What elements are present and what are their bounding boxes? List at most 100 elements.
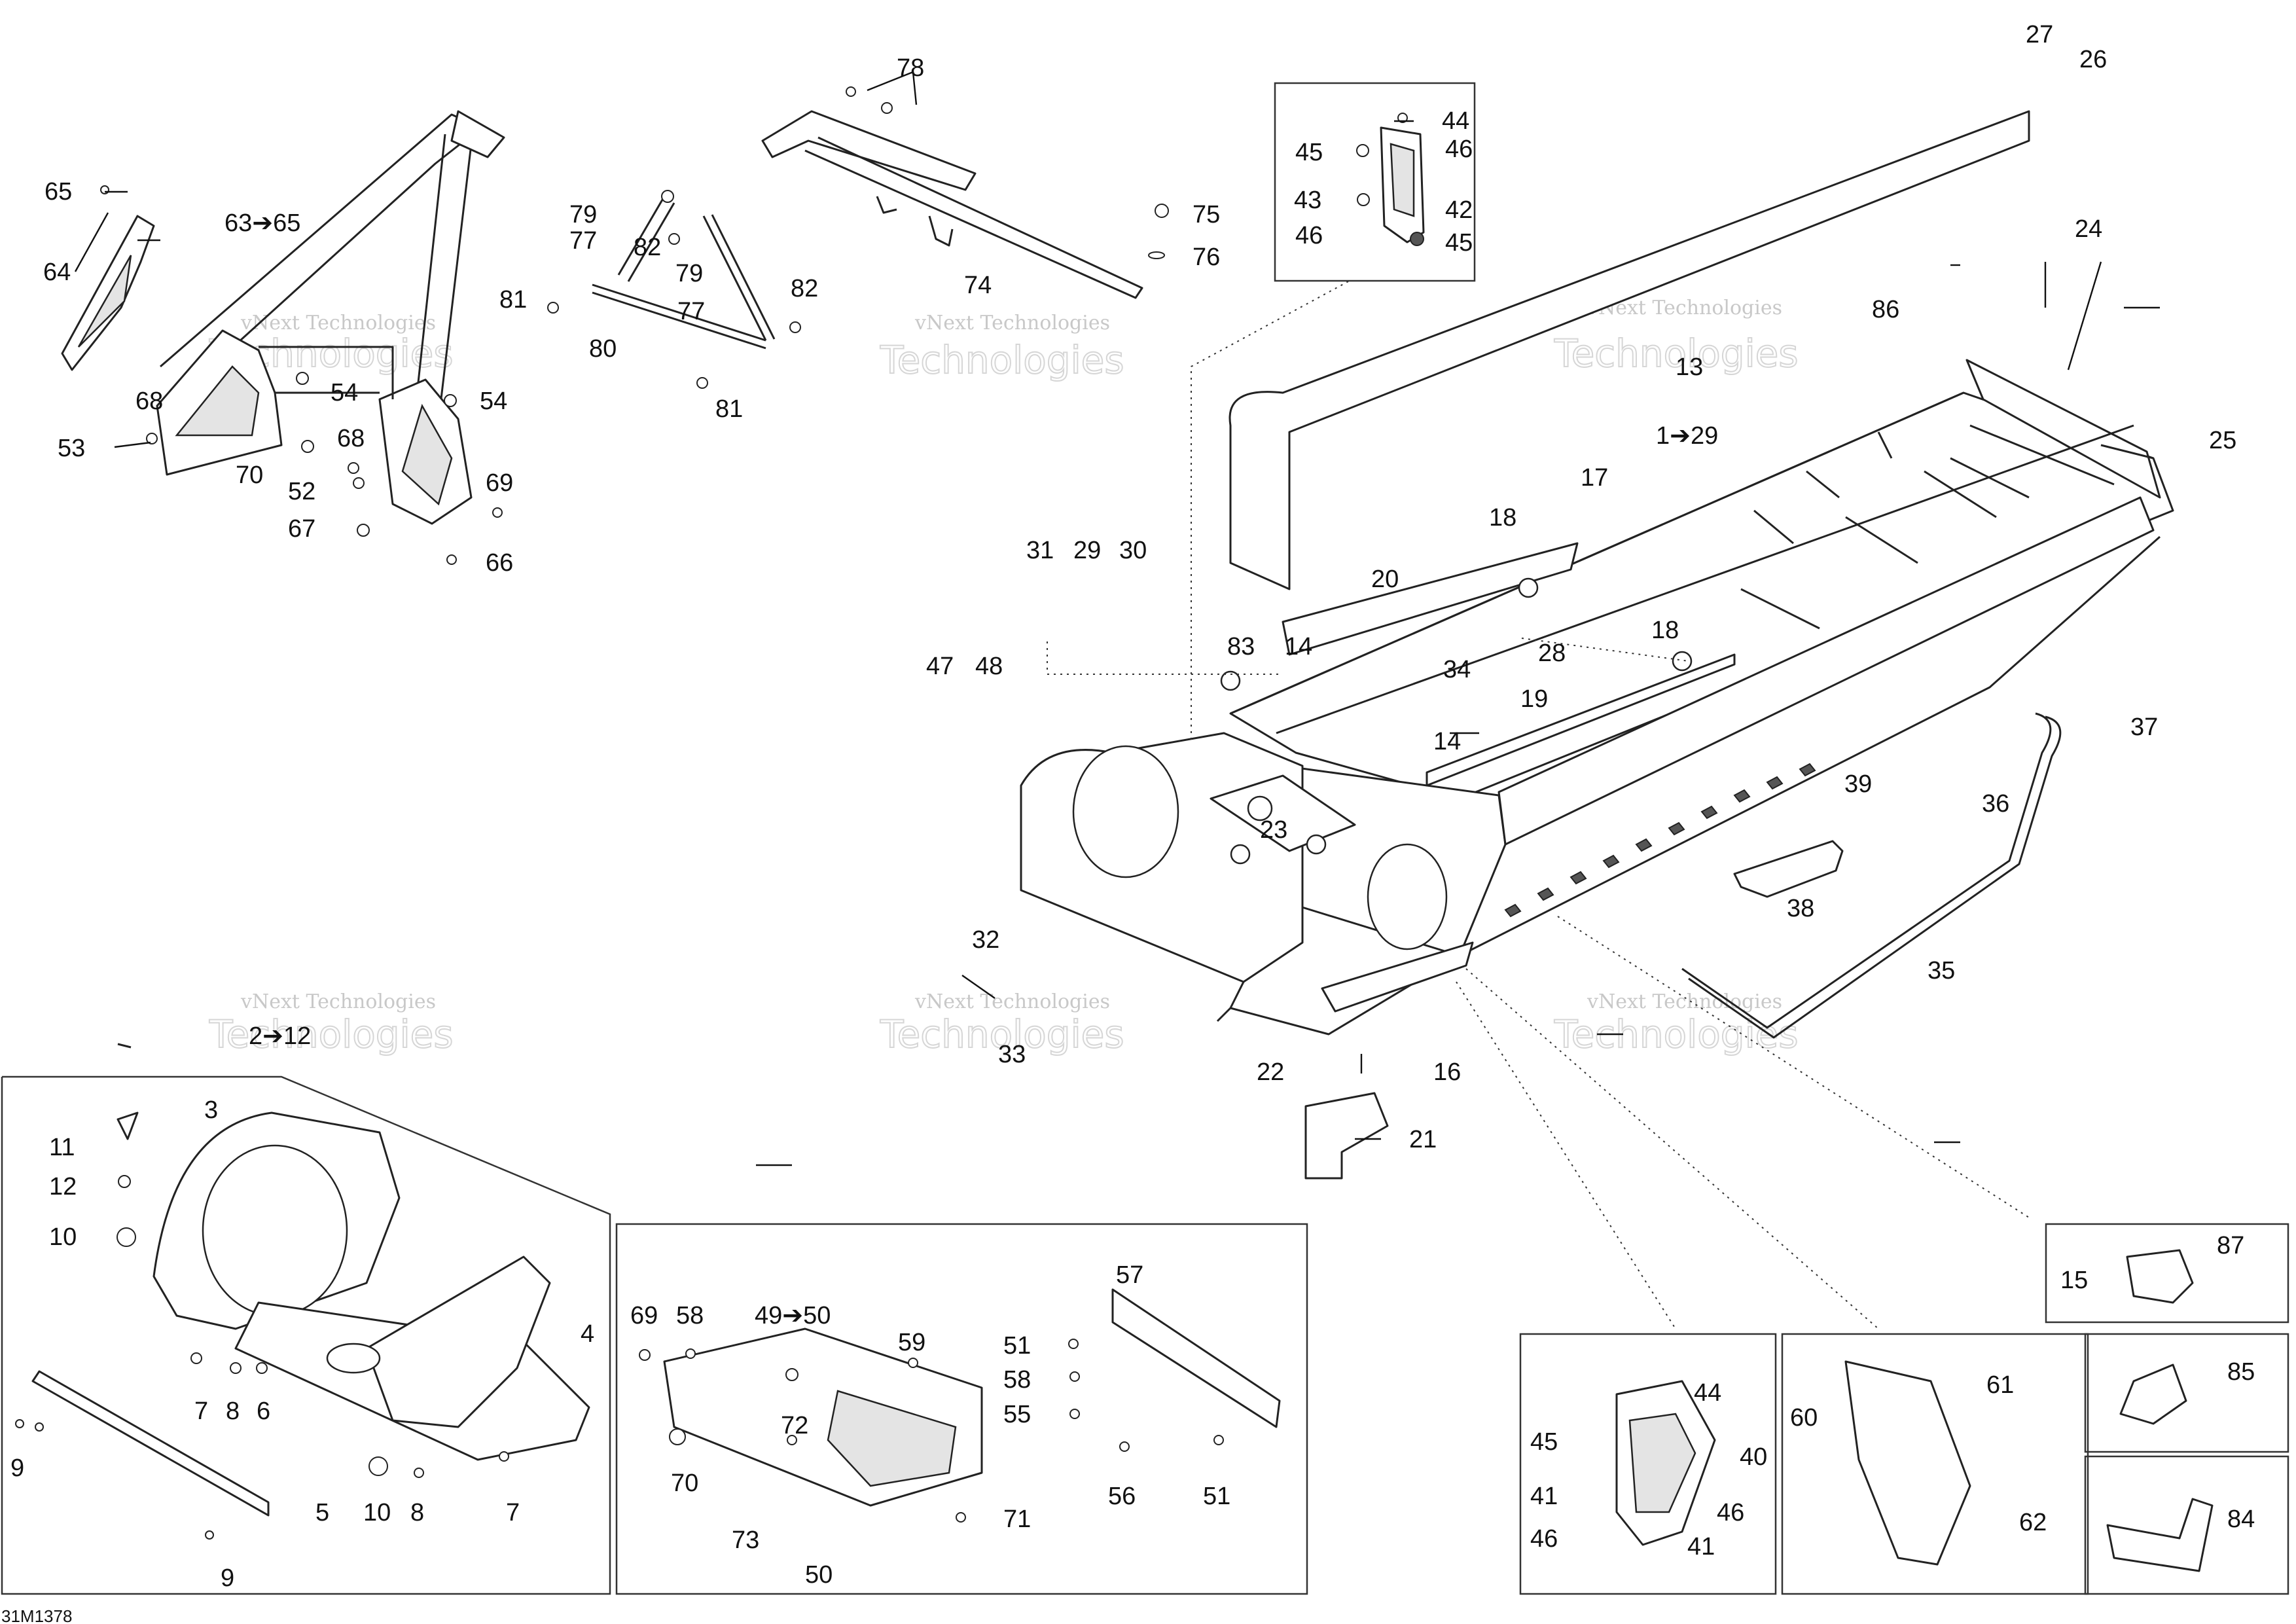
callout-number: 49➔50 bbox=[755, 1302, 831, 1329]
callout-number: 21 bbox=[1409, 1126, 1437, 1153]
footrest-parts bbox=[1304, 712, 2214, 1572]
callout-number: 70 bbox=[236, 461, 263, 489]
callout-number: 50 bbox=[805, 1561, 833, 1589]
callout-number: 2➔12 bbox=[249, 1022, 311, 1050]
watermark-text: vNext Technologies bbox=[914, 990, 1110, 1013]
callout-number: 63➔65 bbox=[224, 209, 300, 237]
callout-number: 51 bbox=[1003, 1332, 1031, 1360]
callout-number: 76 bbox=[1193, 244, 1220, 271]
inset-boxes bbox=[1, 82, 2289, 1595]
inset-box-part-85 bbox=[2084, 1333, 2289, 1453]
inset-box-skid-plate bbox=[615, 1223, 1308, 1595]
callout-number: 28 bbox=[1538, 640, 1566, 667]
drawing-reference: 31M1378 bbox=[1, 1606, 72, 1624]
callout-number: 23 bbox=[1260, 816, 1287, 844]
inset-box-part-15 bbox=[2045, 1223, 2289, 1324]
callout-number: 52 bbox=[288, 478, 315, 505]
callout-number: 9 bbox=[221, 1564, 234, 1592]
watermark-text: Technologies bbox=[880, 1012, 1124, 1056]
callout-number: 39 bbox=[1844, 770, 1872, 798]
watermark-text: Technologies bbox=[1554, 331, 1799, 376]
callout-number: 83 bbox=[1227, 633, 1255, 660]
callout-number: 3 bbox=[204, 1096, 218, 1124]
callout-number: 34 bbox=[1443, 656, 1471, 683]
callout-number: 69 bbox=[630, 1302, 658, 1329]
callout-number: 80 bbox=[589, 335, 617, 363]
callout-number: 25 bbox=[2209, 427, 2236, 454]
callout-number: 43 bbox=[1294, 187, 1321, 214]
callout-number: 68 bbox=[135, 388, 163, 415]
watermarks: vNext Technologies Technologies vNext Te… bbox=[208, 297, 1799, 1057]
side-bracket bbox=[1356, 113, 1425, 246]
callout-number: 70 bbox=[671, 1470, 698, 1497]
callout-number: 20 bbox=[1371, 566, 1399, 593]
callout-number: 27 bbox=[2026, 21, 2053, 48]
callout-number: 55 bbox=[1003, 1401, 1031, 1428]
callout-number: 18 bbox=[1651, 617, 1679, 644]
callout-number: 36 bbox=[1982, 790, 2009, 818]
callout-number: 9 bbox=[10, 1454, 24, 1482]
callout-number: 5 bbox=[315, 1499, 329, 1526]
callout-number: 41 bbox=[1687, 1533, 1715, 1561]
callout-number: 22 bbox=[1257, 1058, 1284, 1086]
callout-number: 53 bbox=[58, 435, 85, 462]
callout-number: 60 bbox=[1790, 1404, 1818, 1432]
callout-number: 67 bbox=[288, 515, 315, 543]
callout-number: 62 bbox=[2019, 1509, 2047, 1536]
callout-number: 82 bbox=[634, 234, 661, 261]
callout-number: 86 bbox=[1872, 296, 1899, 323]
watermark-text: Technologies bbox=[880, 338, 1124, 382]
callout-number: 45 bbox=[1530, 1428, 1558, 1456]
callout-number: 81 bbox=[499, 286, 527, 314]
inset-box-support bbox=[1781, 1333, 2089, 1595]
callout-number: 82 bbox=[791, 275, 818, 302]
callout-number: 26 bbox=[2079, 46, 2107, 73]
callout-number: 47 bbox=[926, 653, 954, 680]
callout-number: 37 bbox=[2130, 713, 2158, 741]
callout-number: 41 bbox=[1530, 1483, 1558, 1510]
callout-number: 51 bbox=[1203, 1483, 1230, 1510]
callout-number: 7 bbox=[194, 1398, 208, 1425]
callout-number: 31 bbox=[1026, 537, 1054, 564]
callout-number: 61 bbox=[1986, 1371, 2014, 1399]
callout-number: 56 bbox=[1108, 1483, 1136, 1510]
callout-number: 79 bbox=[569, 201, 597, 228]
callout-number: 87 bbox=[2217, 1232, 2244, 1259]
watermark-text: vNext Technologies bbox=[914, 312, 1110, 334]
callout-number: 10 bbox=[49, 1223, 77, 1251]
callout-number: 46 bbox=[1295, 222, 1323, 249]
callout-number: 59 bbox=[898, 1329, 925, 1356]
callout-number: 72 bbox=[781, 1412, 808, 1439]
skid-plate-assembly bbox=[639, 1288, 1281, 1523]
inset-box-foot-bracket bbox=[1519, 1333, 1777, 1595]
callout-number: 4 bbox=[581, 1320, 594, 1348]
callout-number: 74 bbox=[964, 272, 992, 299]
watermark-text: Technologies bbox=[1554, 1012, 1799, 1056]
callout-number: 57 bbox=[1116, 1261, 1143, 1289]
watermark-text: Technologies bbox=[209, 1012, 454, 1056]
callout-number: 58 bbox=[676, 1302, 704, 1329]
callout-number: 58 bbox=[1003, 1366, 1031, 1394]
leader-lines bbox=[74, 71, 2160, 1166]
callout-number: 81 bbox=[715, 395, 743, 423]
callout-number: 24 bbox=[2075, 215, 2102, 243]
construction-lines bbox=[1047, 281, 2030, 1329]
callout-number: 64 bbox=[43, 259, 71, 286]
callout-number: 73 bbox=[732, 1526, 759, 1554]
callout-number: 75 bbox=[1193, 201, 1220, 228]
callout-number: 40 bbox=[1740, 1443, 1767, 1471]
callout-number: 30 bbox=[1119, 537, 1147, 564]
callout-number: 17 bbox=[1581, 464, 1608, 492]
callout-number: 29 bbox=[1073, 537, 1101, 564]
callout-number: 19 bbox=[1520, 685, 1548, 713]
callout-number: 45 bbox=[1445, 229, 1473, 257]
watermark-text: vNext Technologies bbox=[240, 312, 436, 334]
callout-number: 77 bbox=[677, 298, 705, 325]
callout-number: 32 bbox=[972, 926, 999, 954]
callout-number: 38 bbox=[1787, 895, 1814, 922]
callout-number: 12 bbox=[49, 1173, 77, 1200]
callout-number: 15 bbox=[2060, 1267, 2088, 1294]
callout-number: 1➔29 bbox=[1656, 422, 1718, 450]
callout-number: 13 bbox=[1676, 353, 1703, 381]
